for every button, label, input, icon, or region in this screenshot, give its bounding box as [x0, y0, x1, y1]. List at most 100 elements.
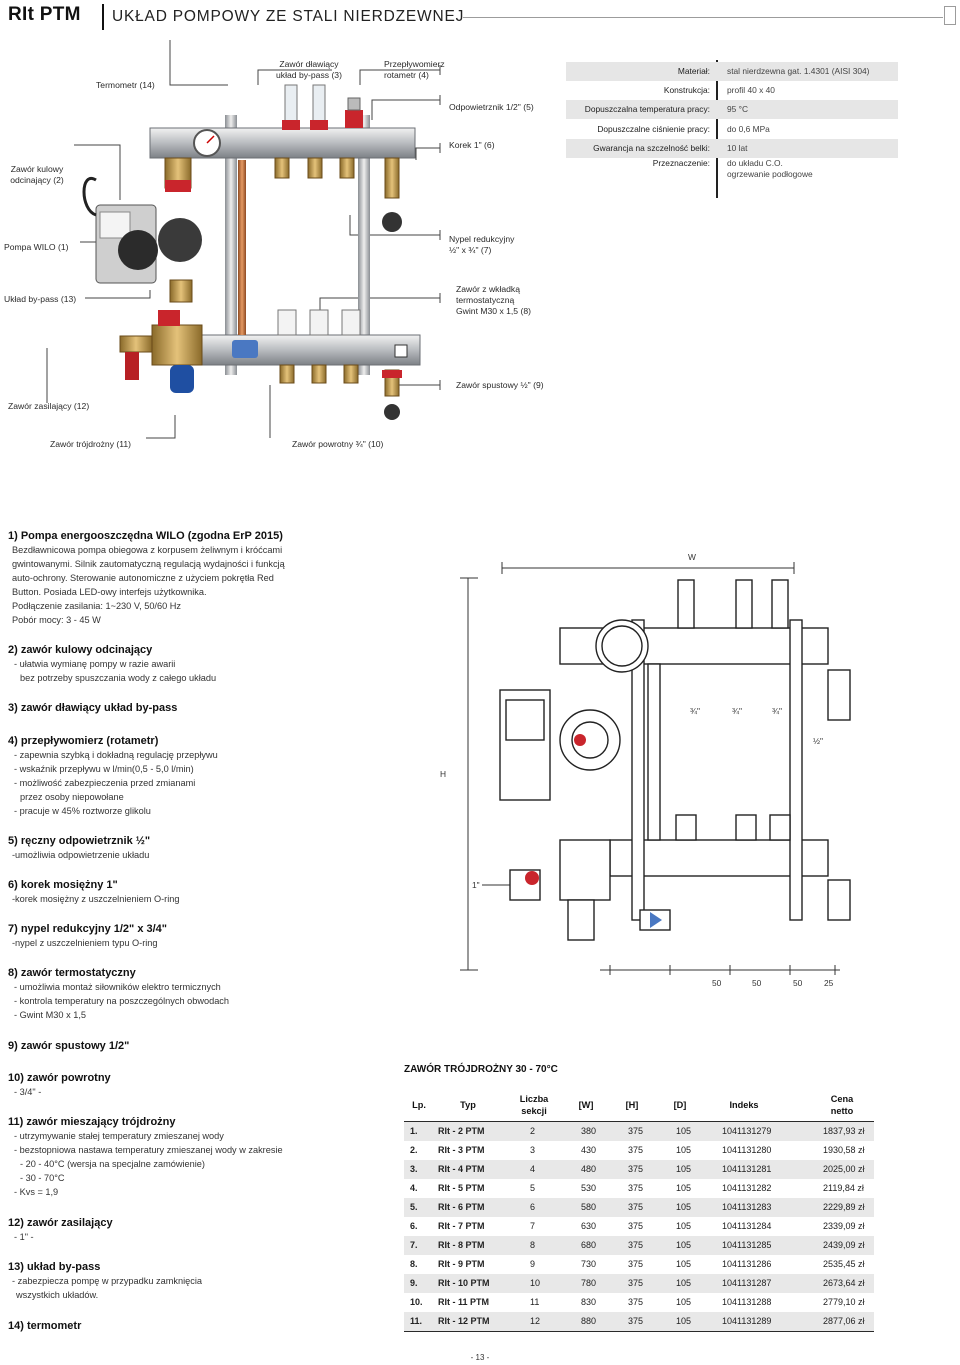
callout-air-vent: Odpowietrznik 1/2" (5) [449, 102, 534, 112]
callout-three-way-valve: Zawór trójdrożny (11) [50, 439, 132, 449]
col-header: Indeks [729, 1100, 759, 1110]
table-cell: 375 [628, 1297, 644, 1307]
table-cell: RIt - 8 PTM [438, 1240, 485, 1250]
spec-label: Dopuszczalna temperatura pracy: [584, 104, 710, 114]
spec-value-line: do układu C.O. [727, 158, 783, 168]
table-rule [404, 1121, 874, 1122]
callout-throttle-valve: Zawór dławiący układ by-pass (3) [266, 59, 352, 81]
desc-heading: 10) zawór powrotny [8, 1072, 111, 1084]
table-cell: 1930,58 zł [823, 1145, 865, 1155]
desc-heading: 3) zawór dławiący układ by-pass [8, 702, 178, 714]
spec-label: Dopuszczalne ciśnienie pracy: [597, 124, 710, 134]
spec-label: Konstrukcja: [663, 85, 710, 95]
table-cell: 375 [628, 1164, 644, 1174]
table-cell: 105 [676, 1164, 692, 1174]
table-cell: 3. [410, 1164, 418, 1174]
desc-line: - Gwint M30 x 1,5 [14, 1010, 86, 1020]
desc-heading: 8) zawór termostatyczny [8, 967, 136, 979]
table-rule [404, 1331, 874, 1332]
callout-line: Zawór dławiący [279, 59, 339, 69]
col-header: Cena netto [830, 1094, 854, 1116]
table-cell: 105 [676, 1202, 692, 1212]
spec-row: Przeznaczenie: do układu C.O. ogrzewanie… [566, 154, 898, 184]
table-cell: 1837,93 zł [823, 1126, 865, 1136]
technical-drawing [460, 562, 851, 975]
callout-line: odcinający (2) [10, 175, 64, 186]
desc-line: - kontrola temperatury na poszczególnych… [14, 996, 230, 1006]
desc-heading: 5) ręczny odpowietrznik ½" [8, 835, 151, 847]
header-rule [463, 17, 943, 18]
desc-line: - wskaźnik przepływu w l/min(0,5 - 5,0 l… [14, 764, 194, 774]
table-cell: 1041131289 [722, 1316, 772, 1326]
table-cell: 375 [628, 1183, 644, 1193]
table-cell: 1041131288 [722, 1297, 772, 1307]
dim-spacing: 25 [824, 978, 834, 988]
table-cell: 2025,00 zł [823, 1164, 865, 1174]
desc-line: - 30 - 70°C [20, 1173, 65, 1183]
callout-drain-valve: Zawór spustowy ½" (9) [456, 380, 544, 390]
header-separator [102, 4, 104, 30]
table-cell: 1041131285 [722, 1240, 772, 1250]
callout-supply-valve: Zawór zasilający (12) [8, 401, 90, 411]
table-cell: 1041131284 [722, 1221, 772, 1231]
table-cell: RIt - 6 PTM [438, 1202, 485, 1212]
table-cell: RIt - 7 PTM [438, 1221, 485, 1231]
table-cell: 375 [628, 1221, 644, 1231]
desc-line: - bezstopniowa nastawa temperatury zmies… [14, 1145, 283, 1155]
callout-line: Zawór kulowy [10, 164, 64, 174]
table-cell: RIt - 11 PTM [438, 1297, 490, 1307]
spec-label: Gwarancja na szczelność belki: [593, 143, 710, 153]
table-cell: 375 [628, 1145, 644, 1155]
table-cell: 430 [581, 1145, 597, 1155]
price-table-title: ZAWÓR TRÓJDROŻNY 30 - 70°C [404, 1064, 558, 1075]
table-cell: 105 [676, 1259, 692, 1269]
table-cell: 880 [581, 1316, 597, 1326]
table-cell: 11. [410, 1316, 423, 1326]
desc-line: - 1" - [14, 1232, 34, 1242]
callout-bypass: Układ by-pass (13) [4, 294, 77, 304]
table-cell: RIt - 12 PTM [438, 1316, 490, 1326]
callout-line: układ by-pass (3) [276, 70, 342, 81]
callout-reducing-nipple: Nypel redukcyjny ½" x ¾" (7) [449, 234, 514, 256]
desc-line: Podłączenie zasilania: 1~230 V, 50/60 Hz [12, 601, 181, 611]
desc-line: gwintowanymi. Silnik zautomatyczną regul… [12, 559, 285, 569]
table-cell: 4. [410, 1183, 418, 1193]
callout-line: Zawór z wkładką [456, 284, 520, 294]
desc-line: - zabezpiecza pompę w przypadku zamknięc… [12, 1276, 202, 1286]
callout-line: Przepływomierz [384, 59, 445, 69]
desc-line: - 3/4" - [14, 1087, 42, 1097]
table-cell: 1041131280 [722, 1145, 772, 1155]
table-cell: 8. [410, 1259, 418, 1269]
desc-line: -korek mosiężny z uszczelnieniem O-ring [12, 894, 180, 904]
table-cell: 3 [530, 1145, 536, 1155]
table-cell: 105 [676, 1183, 692, 1193]
table-cell: 8 [530, 1240, 536, 1250]
spec-row: Gwarancja na szczelność belki: 10 lat [566, 139, 898, 158]
desc-line: auto-ochrony. Sterowanie autonomiczne z … [12, 573, 274, 583]
table-cell: 580 [581, 1202, 597, 1212]
manifold-photo [46, 40, 441, 439]
table-cell: 5. [410, 1202, 418, 1212]
callout-line: Nypel redukcyjny [449, 234, 515, 244]
header-end-box [944, 6, 956, 25]
table-cell: 375 [628, 1278, 644, 1288]
table-cell: 2229,89 zł [823, 1202, 865, 1212]
table-cell: RIt - 2 PTM [438, 1126, 485, 1136]
page-subtitle: UKŁAD POMPOWY ZE STALI NIERDZEWNEJ [112, 8, 465, 25]
table-cell: RIt - 3 PTM [438, 1145, 485, 1155]
spec-value: profil 40 x 40 [727, 85, 775, 95]
dim-spacing: 50 [712, 978, 722, 988]
table-cell: 105 [676, 1278, 692, 1288]
desc-heading: 1) Pompa energooszczędna WILO (zgodna Er… [8, 530, 283, 542]
spec-value: stal nierdzewna gat. 1.4301 (AISI 304) [727, 66, 870, 76]
table-cell: 7 [530, 1221, 536, 1231]
table-cell: 2673,64 zł [823, 1278, 865, 1288]
desc-line: -nypel z uszczelnieniem typu O-ring [12, 938, 158, 948]
spec-value: 95 °C [727, 104, 749, 114]
